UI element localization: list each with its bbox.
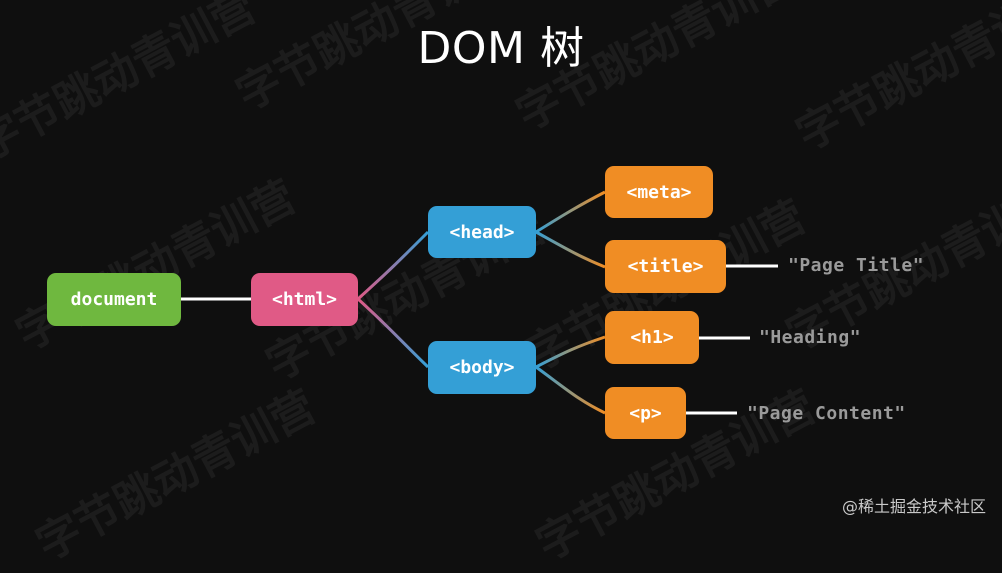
edge-head-title	[535, 230, 606, 269]
edge-html-head	[356, 230, 430, 301]
edge-body-p	[535, 365, 606, 415]
text-node-page-content: "Page Content"	[747, 403, 906, 424]
edge-body-h1	[535, 335, 606, 369]
tree-edges	[181, 190, 778, 415]
node-head: <head>	[428, 206, 536, 258]
node-h1: <h1>	[605, 311, 699, 364]
node-document: document	[47, 273, 181, 326]
page-title: DOM 树	[417, 23, 585, 74]
node-p: <p>	[605, 387, 686, 439]
node-body: <body>	[428, 341, 536, 394]
credit-label: @稀土掘金技术社区	[841, 497, 986, 516]
text-node-heading: "Heading"	[759, 327, 862, 348]
node-html: <html>	[251, 273, 358, 326]
edge-html-body	[356, 297, 430, 369]
node-meta: <meta>	[605, 166, 713, 218]
edge-head-meta	[535, 190, 606, 234]
node-title: <title>	[605, 240, 726, 293]
text-node-page-title: "Page Title"	[788, 255, 925, 276]
